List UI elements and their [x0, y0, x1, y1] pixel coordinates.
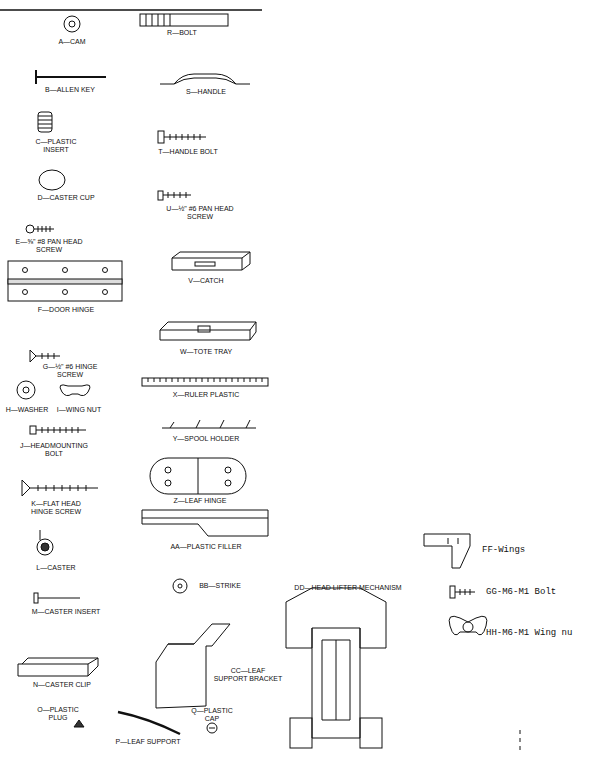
part-label: I—WING NUT [54, 406, 104, 414]
part-label: E—⅝" #8 PAN HEAD SCREW [3, 238, 95, 254]
part-label: CC—LEAF SUPPORT BRACKET [213, 667, 283, 683]
part-label: H—WASHER [4, 406, 50, 414]
part-label: U—½" #6 PAN HEAD SCREW [160, 205, 240, 221]
part-label: G—½" #6 HINGE SCREW [30, 363, 110, 379]
part-label: T—HANDLE BOLT [158, 148, 218, 156]
part-label: W—TOTE TRAY [171, 348, 241, 356]
part-label: GG-M6-M1 Bolt [486, 587, 556, 597]
part-label: R—BOLT [152, 29, 212, 37]
part-label: HH-M6-M1 Wing nu [486, 628, 572, 638]
part-label: L—CASTER [26, 564, 86, 572]
part-label: V—CATCH [176, 277, 236, 285]
part-label: AA—PLASTIC FILLER [151, 543, 261, 551]
part-label: N—CASTER CLIP [22, 681, 102, 689]
part-label: C—PLASTIC INSERT [31, 138, 81, 154]
part-label: K—FLAT HEAD HINGE SCREW [23, 500, 89, 516]
part-label: DD—HEAD LIFTER MECHANISM [283, 584, 413, 592]
part-label: M—CASTER INSERT [26, 608, 106, 616]
part-label: FF-Wings [482, 545, 525, 555]
part-label: P—LEAF SUPPORT [108, 738, 188, 746]
part-label: Y—SPOOL HOLDER [161, 435, 251, 443]
part-label: F—DOOR HINGE [21, 306, 111, 314]
part-label: BB—STRIKE [190, 582, 250, 590]
part-label: A—CAM [42, 38, 102, 46]
part-label: J—HEADMOUNTING BOLT [18, 442, 90, 458]
part-label: Q—PLASTIC CAP [187, 707, 237, 723]
part-label: B—ALLEN KEY [35, 86, 105, 94]
part-label: O—PLASTIC PLUG [33, 706, 83, 722]
part-label: D—CASTER CUP [26, 194, 106, 202]
part-label: S—HANDLE [176, 88, 236, 96]
part-label: X—RULER PLASTIC [161, 391, 251, 399]
part-label: Z—LEAF HINGE [160, 497, 240, 505]
